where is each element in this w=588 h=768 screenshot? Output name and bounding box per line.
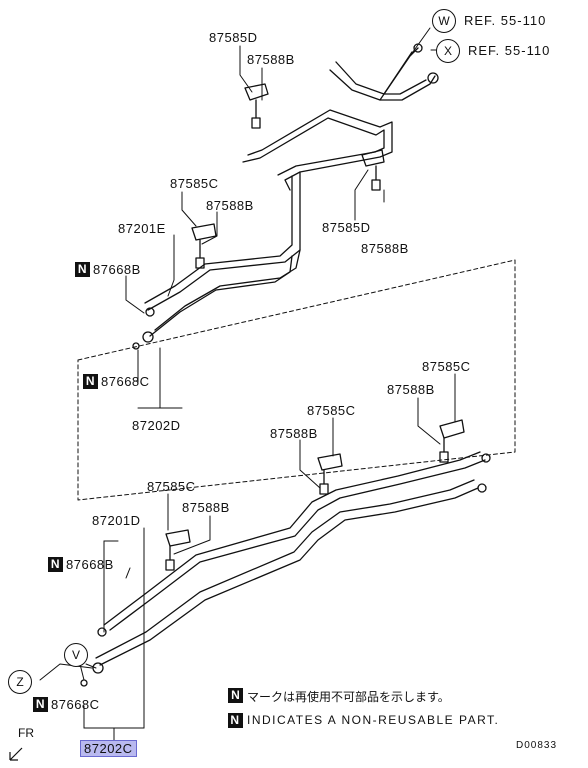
part-87202C-highlighted[interactable]: 87202C <box>80 740 137 757</box>
part-87588B-mid: 87588B <box>270 426 318 441</box>
part-87201E: 87201E <box>118 221 166 236</box>
non-reusable-badge: N <box>228 713 243 728</box>
part-87585C-right: 87585C <box>422 359 471 374</box>
part-87588B-right2: 87588B <box>387 382 435 397</box>
ref-text-w: REF. 55-110 <box>464 13 547 28</box>
part-87202D: 87202D <box>132 418 181 433</box>
part-87585C-low: 87585C <box>147 479 196 494</box>
ref-circle-w: W <box>432 9 456 33</box>
part-87585C-mid: 87585C <box>307 403 356 418</box>
leader-lines <box>39 27 456 741</box>
part-87588B-low: 87588B <box>182 500 230 515</box>
non-reusable-badge: N <box>83 374 98 389</box>
connector-v: V <box>64 643 88 667</box>
clamps-and-bolts <box>165 83 465 571</box>
fittings <box>80 43 491 687</box>
part-87588B-upper: 87588B <box>206 198 254 213</box>
upper-brake-pipes <box>144 47 436 337</box>
part-87588B-top: 87588B <box>247 52 295 67</box>
part-87585D-top: 87585D <box>209 30 258 45</box>
connector-z: Z <box>8 670 32 694</box>
non-reusable-badge: N <box>48 557 63 572</box>
front-label: FR <box>18 726 34 740</box>
part-87585D-right: 87585D <box>322 220 371 235</box>
section-divider <box>77 259 516 501</box>
diagram-code: D00833 <box>516 740 558 751</box>
part-87585C-upper: 87585C <box>170 176 219 191</box>
front-arrow <box>9 747 23 761</box>
non-reusable-badge: N <box>75 262 90 277</box>
lower-brake-pipes <box>95 451 486 666</box>
part-87588B-right: 87588B <box>361 241 409 256</box>
ref-circle-x: X <box>436 39 460 63</box>
non-reusable-badge: N <box>228 688 243 703</box>
part-87201D: 87201D <box>92 513 141 528</box>
non-reusable-badge: N <box>33 697 48 712</box>
ref-text-x: REF. 55-110 <box>468 43 551 58</box>
